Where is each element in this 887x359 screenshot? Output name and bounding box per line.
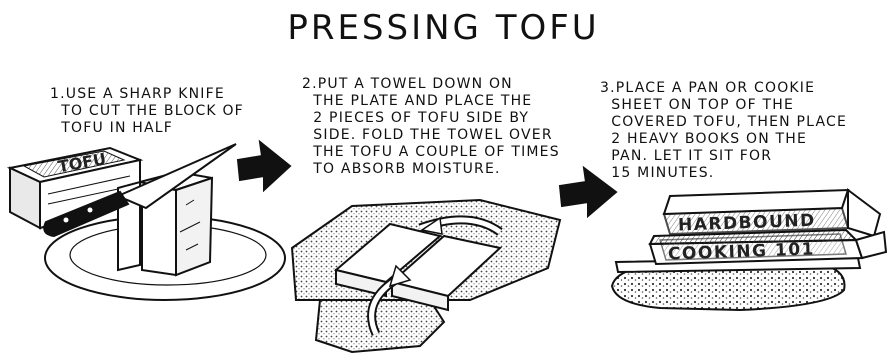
step-3-instructions: 3.PLACE A PAN OR COOKIE SHEET ON TOP OF … [600, 80, 847, 182]
step-1-instructions: 1.USE A SHARP KNIFE TO CUT THE BLOCK OF … [50, 86, 244, 137]
book-top: HARDBOUND [664, 190, 880, 236]
step-2-instructions: 2.PUT A TOWEL DOWN ON THE PLATE AND PLAC… [302, 76, 560, 178]
step2-scene [292, 200, 560, 352]
right-arrow-icon [238, 142, 290, 190]
step3-scene: COOKING 101 HARDBOUND [612, 190, 886, 310]
page-title: PRESSING TOFU [0, 8, 887, 48]
